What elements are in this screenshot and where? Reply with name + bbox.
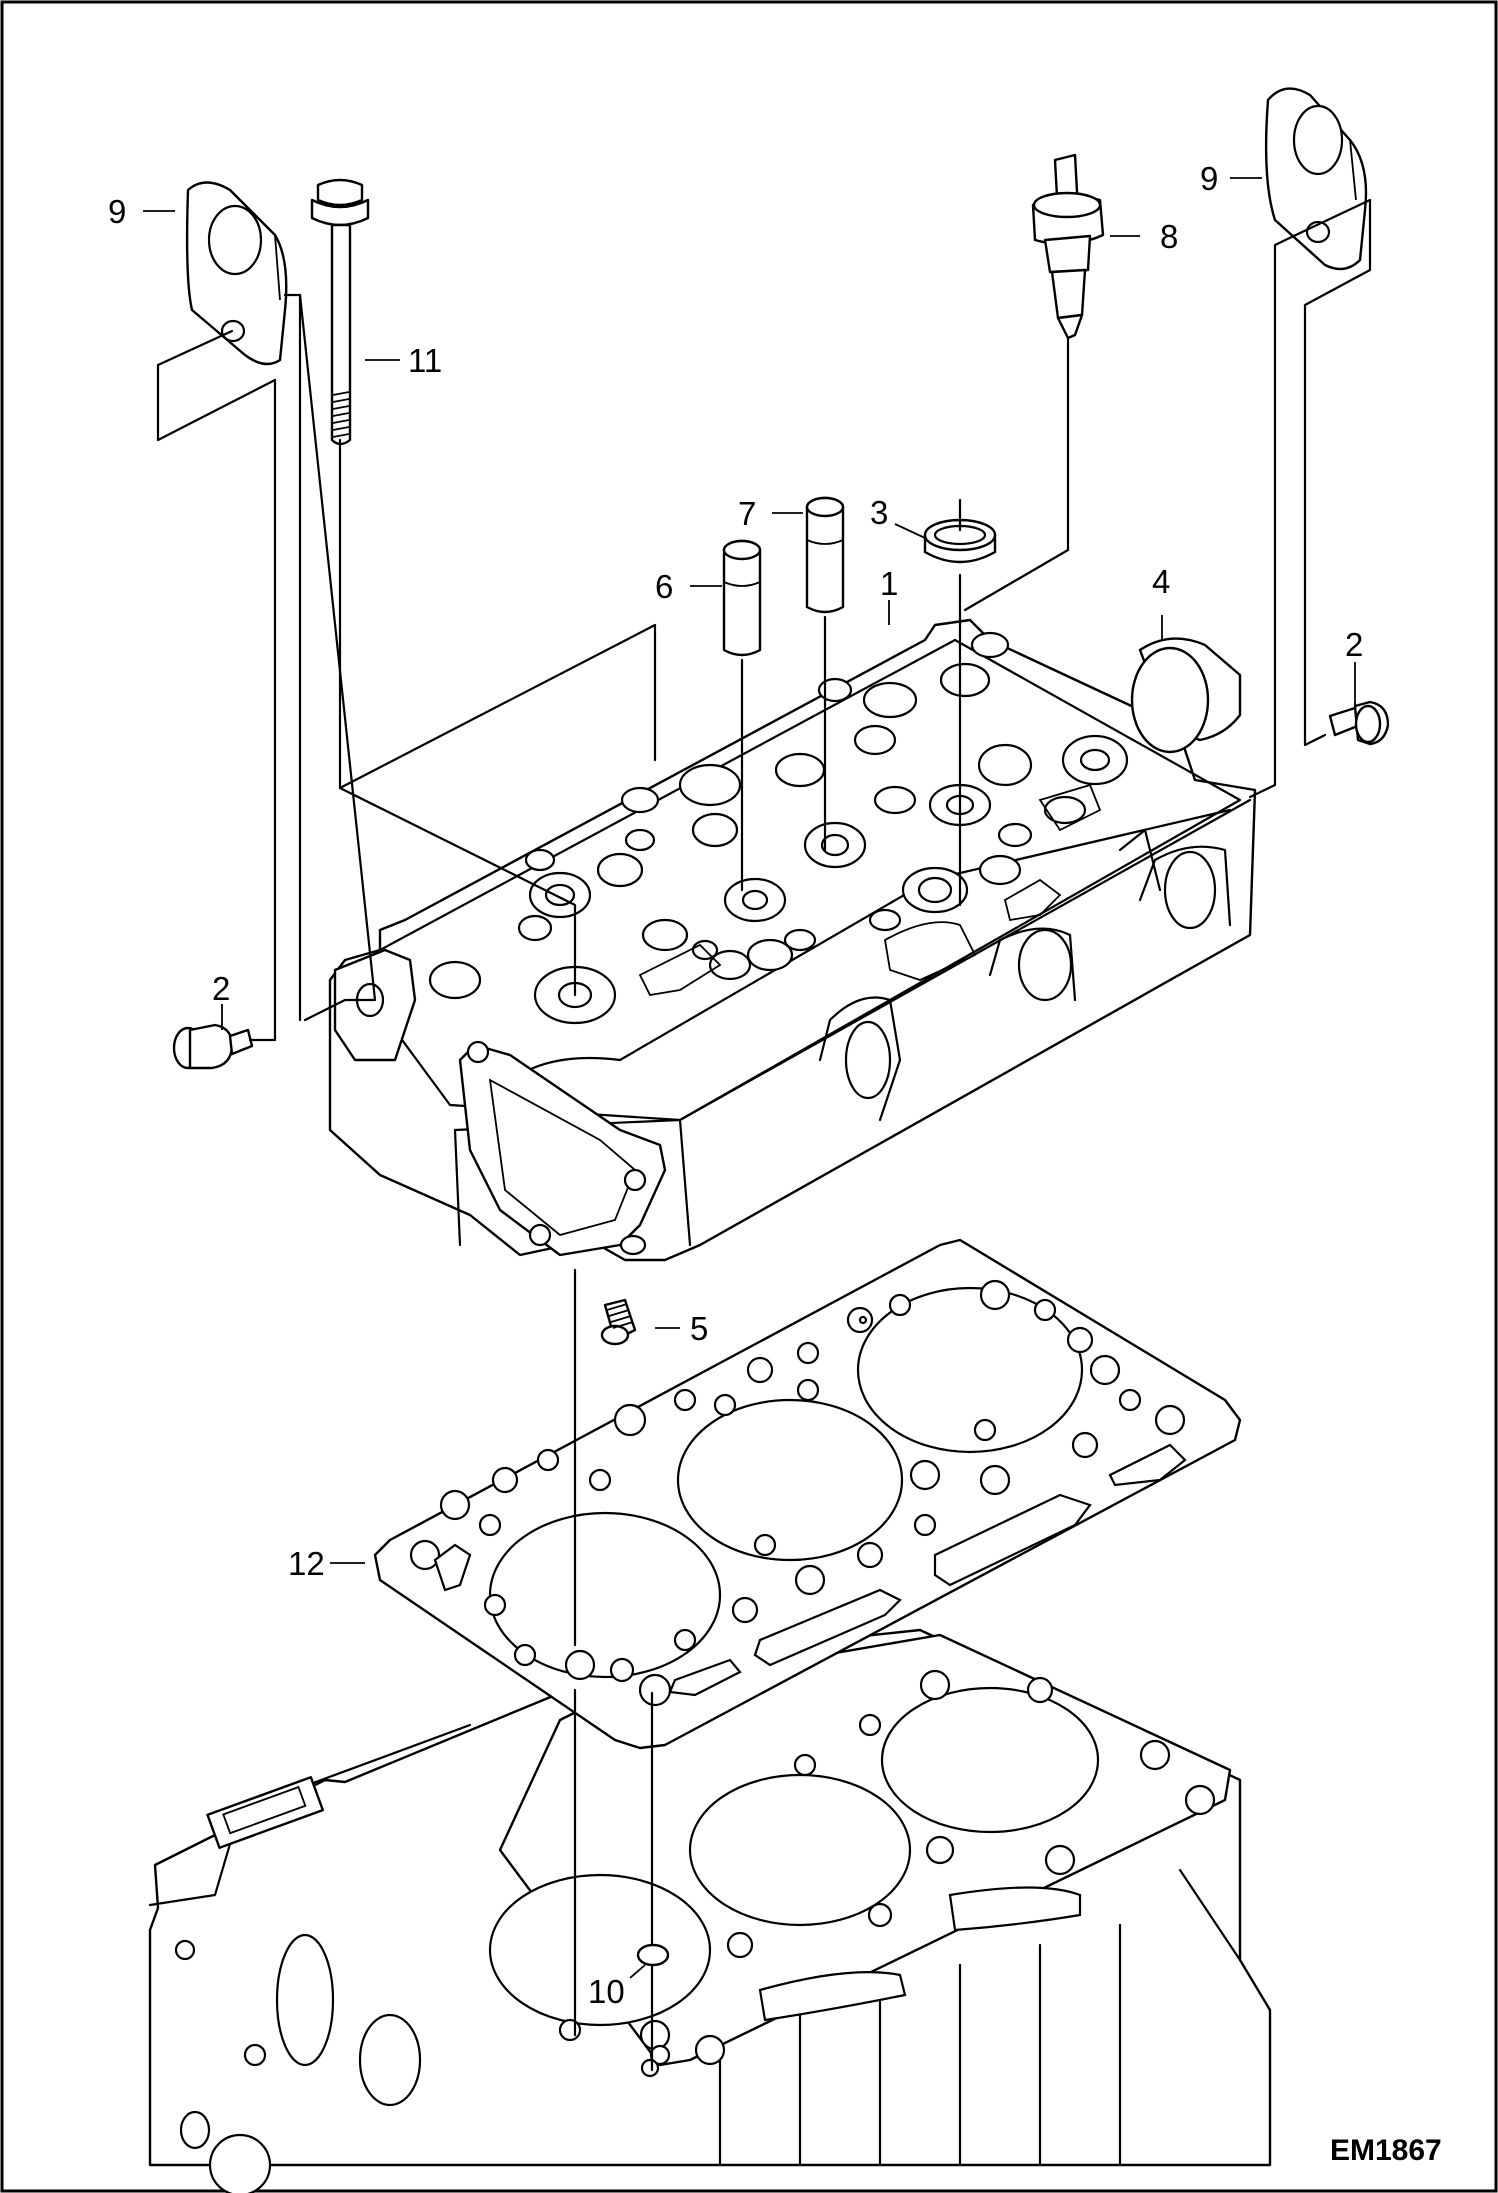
alignment-lines (156, 198, 1372, 2072)
callout-leaders (143, 177, 1356, 1979)
block-deck-face (488, 1633, 1232, 2078)
callout-12: 12 (288, 1545, 325, 1582)
valve-guide-7 (805, 496, 845, 614)
callout-labels: 1 2 2 3 4 5 6 7 8 9 9 10 11 12 (108, 160, 1363, 2010)
valve-guide-6 (722, 539, 762, 657)
plug-4 (1130, 637, 1242, 754)
callout-1: 1 (880, 565, 898, 602)
seal-ring-3 (923, 518, 997, 564)
callout-8: 8 (1160, 218, 1178, 255)
callout-9-right: 9 (1200, 160, 1218, 197)
bolt-2-right (1328, 700, 1390, 746)
callout-11: 11 (408, 342, 442, 379)
temperature-sensor-8 (1031, 153, 1105, 340)
callout-7: 7 (738, 495, 756, 532)
dowel-pin-10 (636, 1943, 670, 1967)
stud-5 (600, 1298, 637, 1346)
callout-6: 6 (655, 568, 673, 605)
bolt-2-left (172, 1023, 254, 1070)
callout-9-left: 9 (108, 193, 126, 230)
cylinder-head (328, 618, 1257, 1262)
lift-bracket-left (185, 181, 288, 366)
lift-bracket-right (1264, 87, 1368, 271)
callout-2-left: 2 (212, 970, 230, 1007)
figure-id: EM1867 (1330, 2134, 1442, 2167)
callout-3: 3 (870, 494, 888, 531)
head-bolt-11 (310, 178, 370, 446)
callout-5: 5 (690, 1310, 708, 1347)
callout-10: 10 (588, 1973, 625, 2010)
head-gasket (373, 1238, 1242, 1750)
callout-4: 4 (1152, 563, 1170, 600)
callout-2-right: 2 (1345, 626, 1363, 663)
